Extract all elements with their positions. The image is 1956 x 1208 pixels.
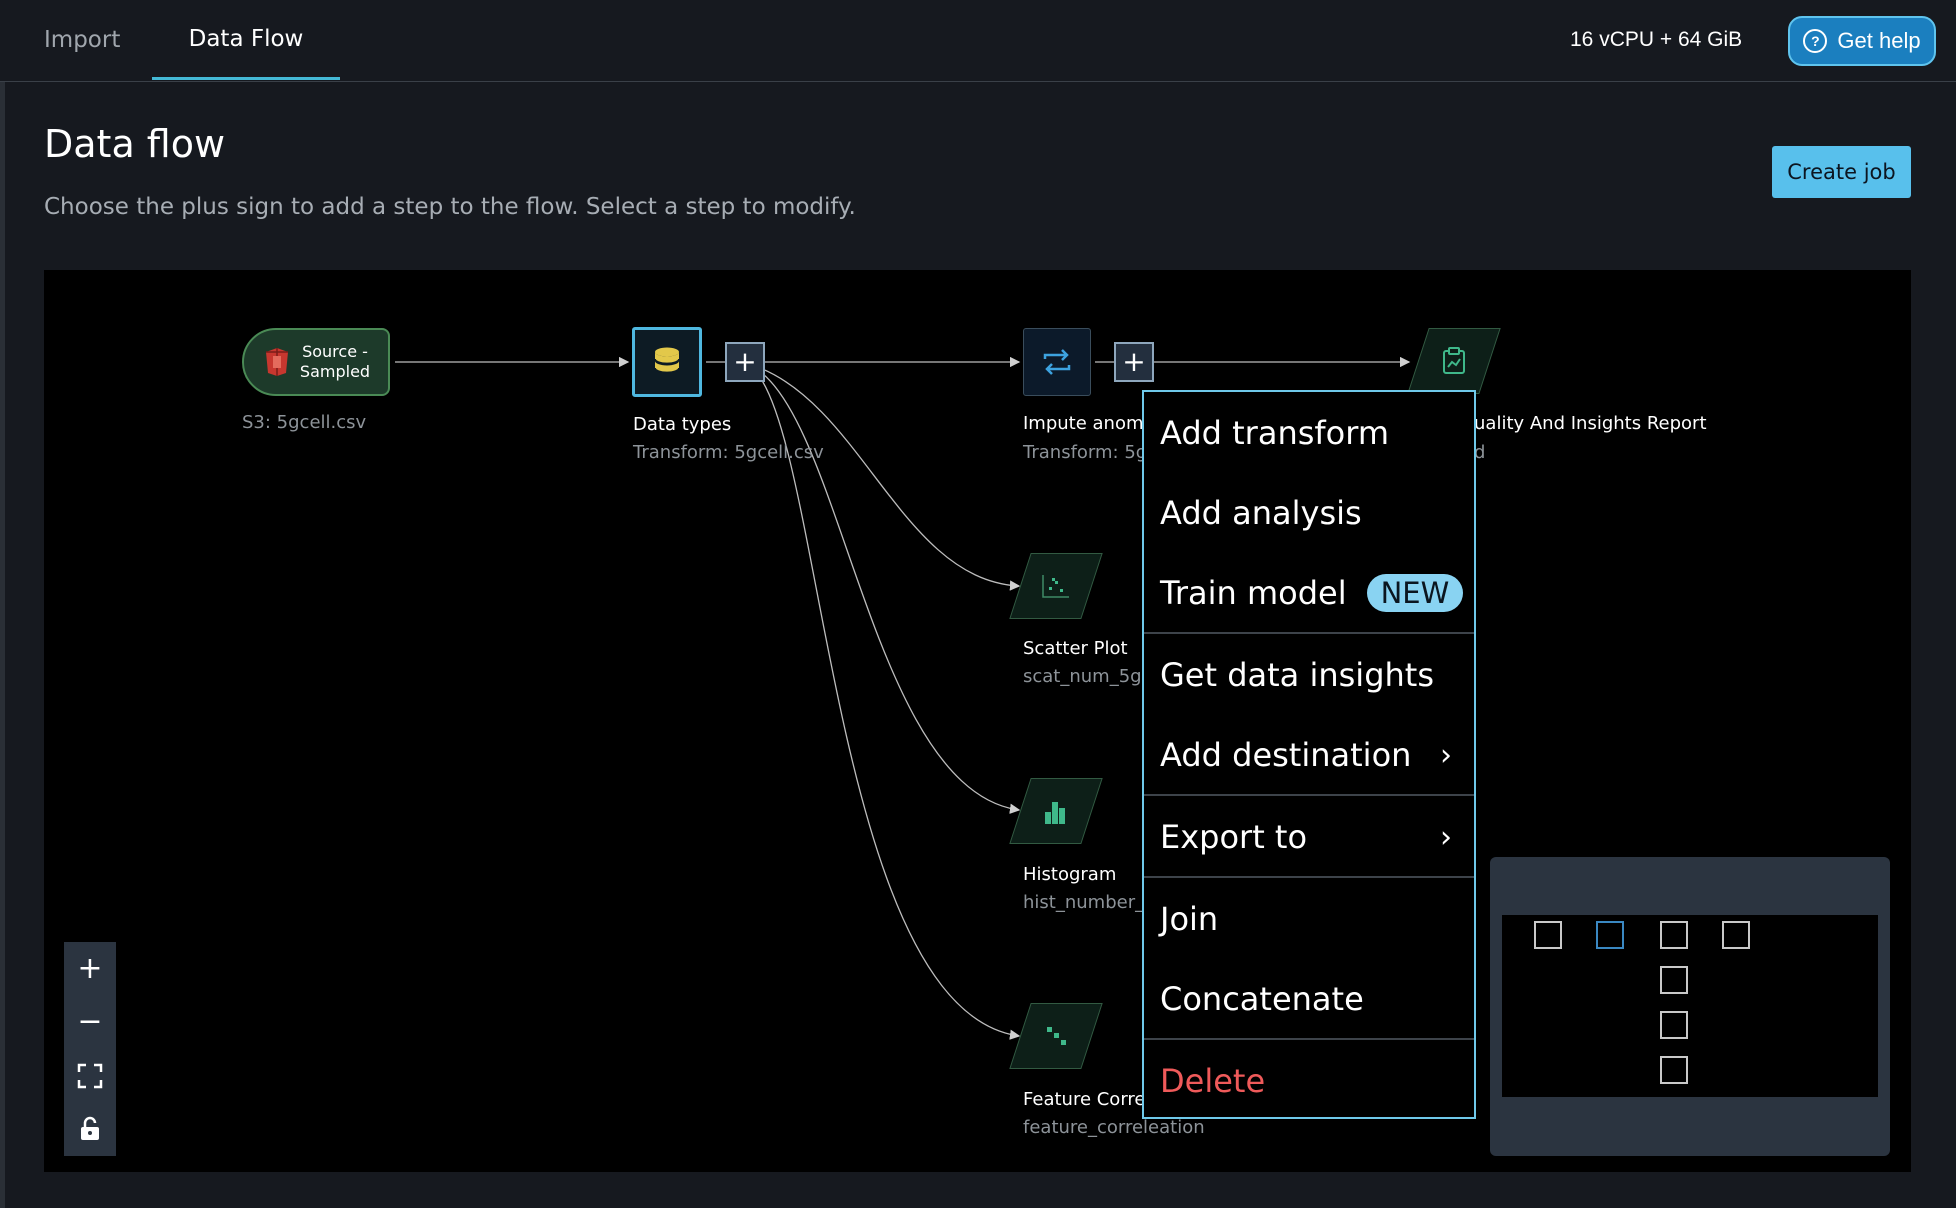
flow-canvas[interactable]: Source -Sampled S3: 5gcell.csv Data type…: [44, 270, 1911, 1172]
histogram-label: Histogram: [1023, 864, 1117, 885]
histogram-node[interactable]: [1009, 778, 1103, 844]
minimap-node: [1660, 1011, 1688, 1039]
database-icon: [654, 347, 680, 374]
scatter-plot-icon: [1042, 575, 1069, 598]
histogram-icon: [1045, 802, 1065, 824]
fit-view-button[interactable]: [64, 1056, 116, 1096]
impute-label: Impute anom: [1023, 413, 1144, 434]
add-step-plus-button-2[interactable]: +: [1114, 342, 1154, 382]
minimap-node: [1660, 1056, 1688, 1084]
menu-item-label: Delete: [1160, 1062, 1266, 1100]
menu-divider: [1144, 876, 1474, 878]
data-types-label: Data types: [633, 414, 732, 435]
top-bar: Import Data Flow 16 vCPU + 64 GiB ? Get …: [0, 0, 1956, 82]
menu-divider: [1144, 1038, 1474, 1040]
add-step-plus-button[interactable]: +: [725, 342, 765, 382]
scatter-plot-sub: scat_num_5g: [1023, 666, 1142, 687]
menu-item-label: Add destination: [1160, 736, 1412, 774]
minimap-node: [1534, 921, 1562, 949]
zoom-in-button[interactable]: +: [77, 950, 103, 986]
minimap-node: [1660, 966, 1688, 994]
minimap-node: [1722, 921, 1750, 949]
zoom-out-button[interactable]: −: [77, 1004, 103, 1040]
feature-correlation-sub: feature_correleation: [1023, 1117, 1205, 1138]
quality-report-label: uality And Insights Report: [1474, 413, 1707, 434]
minimap-node: [1660, 921, 1688, 949]
menu-item-add-analysis[interactable]: Add analysis: [1144, 474, 1474, 552]
fit-view-icon: [77, 1063, 103, 1088]
transform-arrows-icon: [1043, 349, 1071, 375]
menu-item-export-to[interactable]: Export to ›: [1144, 798, 1474, 876]
menu-divider: [1144, 794, 1474, 796]
instance-resources: 16 vCPU + 64 GiB: [1570, 28, 1743, 51]
minimap-viewport: [1502, 915, 1878, 1097]
menu-item-label: Export to: [1160, 818, 1308, 856]
tab-data-flow-label: Data Flow: [188, 25, 304, 52]
get-help-button[interactable]: ? Get help: [1788, 16, 1936, 66]
create-job-button[interactable]: Create job: [1772, 146, 1911, 198]
menu-item-concatenate[interactable]: Concatenate: [1144, 960, 1474, 1038]
histogram-sub: hist_number_: [1023, 892, 1145, 913]
new-badge: NEW: [1366, 574, 1464, 612]
menu-item-label: Add analysis: [1160, 494, 1362, 532]
s3-bucket-icon: [265, 348, 288, 376]
impute-node[interactable]: [1023, 328, 1091, 396]
quality-report-node[interactable]: [1407, 328, 1501, 394]
edge-to-feature: [755, 371, 1021, 1040]
edge-to-scatter: [759, 367, 1021, 591]
flow-edges: [395, 356, 1411, 1040]
chevron-right-icon: ›: [1440, 737, 1452, 773]
page-description: Choose the plus sign to add a step to th…: [44, 194, 856, 220]
step-context-menu: Add transform Add analysis Train model N…: [1142, 390, 1476, 1119]
source-node-sub: S3: 5gcell.csv: [242, 412, 367, 433]
menu-item-label: Concatenate: [1160, 980, 1364, 1018]
menu-divider: [1144, 632, 1474, 634]
edge-to-histogram: [757, 369, 1021, 814]
question-circle-icon: ?: [1803, 29, 1828, 53]
tab-import[interactable]: Import: [44, 0, 120, 80]
clipboard-chart-icon: [1443, 347, 1465, 374]
menu-item-label: Join: [1160, 900, 1219, 938]
source-node[interactable]: Source -Sampled: [242, 328, 390, 396]
menu-item-label: Add transform: [1160, 414, 1389, 452]
page-title: Data flow: [44, 122, 226, 166]
feature-correlation-icon: [1047, 1027, 1066, 1045]
unlock-icon: [81, 1117, 99, 1141]
get-help-label: Get help: [1837, 28, 1921, 53]
menu-item-join[interactable]: Join: [1144, 880, 1474, 958]
menu-item-get-data-insights[interactable]: Get data insights: [1144, 636, 1474, 714]
quality-report-sub: d: [1474, 442, 1486, 463]
tab-data-flow[interactable]: Data Flow: [152, 0, 340, 80]
minimap[interactable]: [1490, 857, 1890, 1156]
data-types-sub: Transform: 5gcell.csv: [633, 442, 824, 463]
data-types-node[interactable]: [632, 327, 702, 397]
left-edge: [0, 0, 5, 1208]
menu-item-train-model[interactable]: Train model NEW: [1144, 554, 1474, 632]
zoom-controls: + −: [64, 942, 116, 1156]
menu-item-add-transform[interactable]: Add transform: [1144, 394, 1474, 472]
feature-correlation-node[interactable]: [1009, 1003, 1103, 1069]
feature-correlation-label: Feature Corre: [1023, 1089, 1146, 1110]
menu-item-add-destination[interactable]: Add destination ›: [1144, 716, 1474, 794]
tab-import-label: Import: [44, 27, 121, 53]
menu-item-delete[interactable]: Delete: [1144, 1042, 1474, 1120]
minimap-node-selected: [1596, 921, 1624, 949]
scatter-plot-node[interactable]: [1009, 553, 1103, 619]
source-node-label: Source -Sampled: [299, 342, 371, 381]
lock-button[interactable]: [64, 1109, 116, 1149]
menu-item-label: Get data insights: [1160, 656, 1434, 694]
scatter-plot-label: Scatter Plot: [1023, 638, 1128, 659]
impute-sub: Transform: 5g: [1023, 442, 1148, 463]
chevron-right-icon: ›: [1440, 819, 1452, 855]
menu-item-label: Train model: [1160, 574, 1347, 612]
